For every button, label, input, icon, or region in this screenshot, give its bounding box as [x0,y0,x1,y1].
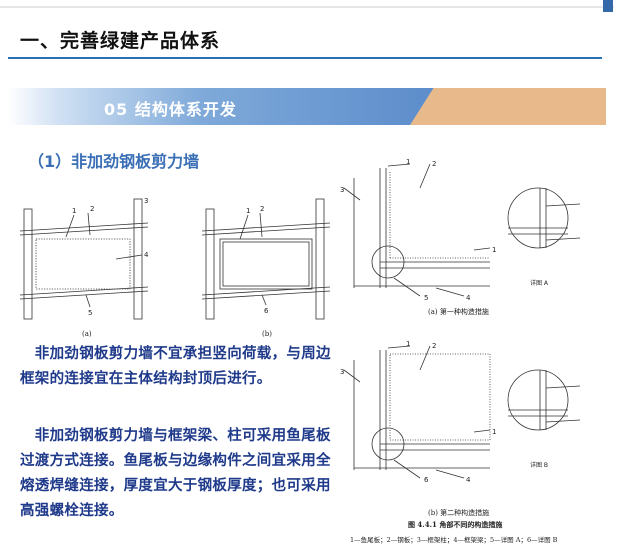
page-title: 一、完善绿建产品体系 [20,30,221,52]
label-3: 3 [340,368,344,376]
label-6: 6 [264,307,269,315]
section-subtitle: （1）非加劲钢板剪力墙 [28,152,200,171]
label-4: 4 [144,251,149,259]
label-1: 1 [492,428,496,436]
corner-marker [603,0,613,12]
section-banner [8,88,438,125]
measure-a-caption: (a) 第一种构造措施 [428,308,489,316]
shear-wall-figure-b: 1 2 6 [201,198,331,320]
label-1: 1 [406,340,410,348]
section-banner-accent [410,88,606,125]
detail-b-label: 详图 B [530,461,548,469]
label-1: 1 [406,158,410,166]
section-banner-text: 05 结构体系开发 [104,100,237,119]
label-2: 2 [90,205,94,213]
corner-detail-measure-a: 1 2 3 1 4 5 详图 A [340,158,581,302]
title-underline [8,57,602,59]
shear-wall-figure-a: 1 2 4 5 3 [19,197,149,320]
figure-b-label: (b) [262,330,272,338]
label-3: 3 [340,186,344,194]
label-5: 5 [88,309,92,317]
label-1: 1 [72,207,76,215]
paragraph-2: 非加劲钢板剪力墙与框架梁、柱可采用鱼尾板过渡方式连接。鱼尾板与边缘构件之间宜采用… [20,428,331,519]
paragraph-1: 非加劲钢板剪力墙不宜承担竖向荷载，与周边框架的连接宜在主体结构封顶后进行。 [20,346,331,387]
label-4: 4 [466,476,471,484]
label-6: 6 [424,476,429,484]
label-1: 1 [492,246,496,254]
label-1: 1 [246,207,250,215]
label-2: 2 [432,160,436,168]
figure-a-label: (a) [82,330,92,338]
corner-detail-measure-b: 1 2 3 1 4 6 详图 B [340,340,581,484]
label-4: 4 [466,294,471,302]
measure-b-caption: (b) 第二种构造措施 [428,509,490,517]
label-2: 2 [260,205,264,213]
detail-a-label: 详图 A [530,279,549,287]
top-frame-line [0,6,614,8]
label-3: 3 [144,197,148,205]
figure-legend: 1—鱼尾板；2—钢板；3—框架柱；4—框架梁；5—详图 A；6—详图 B [350,536,558,544]
figure-title: 图 4.4.1 角部不同的构造措施 [408,520,503,529]
label-2: 2 [432,342,436,350]
label-5: 5 [424,294,428,302]
